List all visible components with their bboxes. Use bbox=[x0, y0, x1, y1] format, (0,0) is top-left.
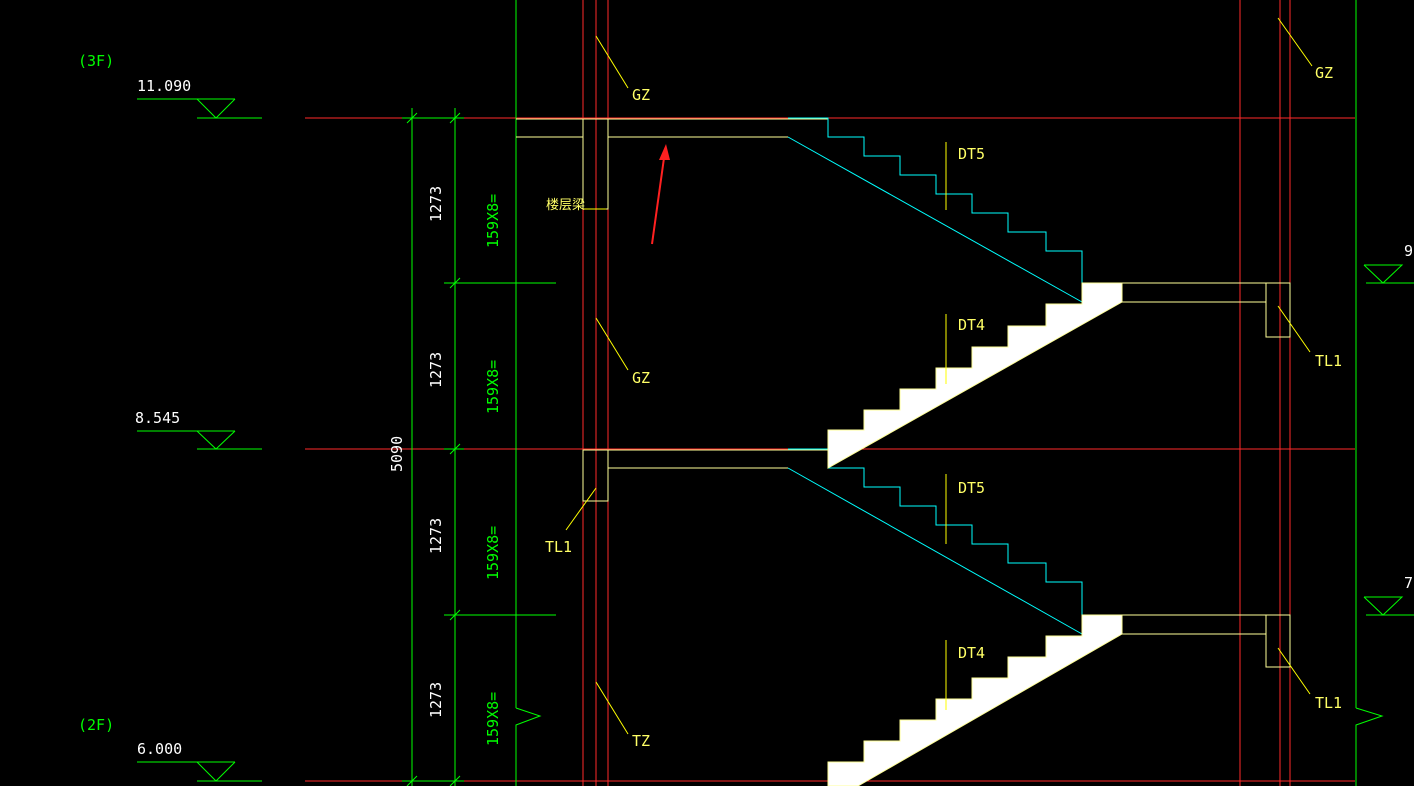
dim-segment: 1273 bbox=[427, 352, 445, 388]
label-floor-beam: 楼层梁 bbox=[546, 198, 585, 213]
arrow-shaft bbox=[651, 157, 665, 245]
dim-total: 5090 bbox=[388, 436, 406, 472]
elevation-triangle bbox=[196, 98, 236, 119]
dim-tick bbox=[406, 112, 418, 124]
step-note: 159X8= bbox=[484, 360, 502, 414]
dim-segment: 1273 bbox=[427, 186, 445, 222]
leader-tl1-right bbox=[1277, 647, 1311, 695]
flight-dt5-soffit bbox=[787, 136, 1083, 303]
elevation-label-3f: 11.090 bbox=[137, 77, 191, 95]
label-tl1: TL1 bbox=[545, 538, 572, 556]
dim-tick bbox=[449, 443, 461, 455]
leader-tz bbox=[595, 681, 629, 735]
elevation-label-mid: 8.545 bbox=[135, 409, 180, 427]
step-note: 159X8= bbox=[484, 526, 502, 580]
dim-segment: 1273 bbox=[427, 518, 445, 554]
elevation-label-right: 7 bbox=[1404, 574, 1413, 592]
flight-dt5-steps bbox=[788, 117, 1083, 283]
arrow-head bbox=[659, 144, 670, 160]
leader-gz-mid bbox=[595, 317, 629, 371]
dimension-lines bbox=[402, 0, 1414, 786]
floor-label-2f: (2F) bbox=[78, 716, 114, 734]
structure bbox=[516, 118, 1291, 668]
elevation-markers bbox=[137, 98, 1404, 782]
landing-beam bbox=[1265, 614, 1291, 668]
label-tl1: TL1 bbox=[1315, 694, 1342, 712]
landing-beam bbox=[1265, 282, 1291, 338]
label-dt4: DT4 bbox=[958, 316, 985, 334]
elevation-triangle bbox=[196, 761, 236, 782]
elevation-triangle-right bbox=[1363, 264, 1404, 284]
elevation-label-right: 9 bbox=[1404, 242, 1413, 260]
annotation-arrow bbox=[651, 144, 670, 245]
dim-segment: 1273 bbox=[427, 682, 445, 718]
label-dt5: DT5 bbox=[958, 145, 985, 163]
flights-dt5 bbox=[787, 117, 1083, 635]
step-note: 159X8= bbox=[484, 194, 502, 248]
dim-tick bbox=[449, 609, 461, 621]
texts: (3F) 11.090 8.545 (2F) 6.000 9 7 5090 12… bbox=[78, 52, 1413, 758]
flight-dt4-upper bbox=[827, 282, 1123, 469]
leader-tl1-left bbox=[565, 487, 597, 531]
elevation-triangle bbox=[196, 430, 236, 450]
break-symbol-right bbox=[1355, 707, 1384, 786]
label-tz: TZ bbox=[632, 732, 650, 750]
dim-tick bbox=[406, 775, 418, 786]
leaders bbox=[565, 17, 1313, 735]
label-gz: GZ bbox=[1315, 64, 1333, 82]
step-note: 159X8= bbox=[484, 692, 502, 746]
leader-gz-right bbox=[1277, 17, 1313, 67]
elevation-triangle-right bbox=[1363, 596, 1404, 616]
flight-dt5-steps bbox=[788, 448, 1083, 615]
stair-beam bbox=[582, 449, 609, 502]
floor-label-3f: (3F) bbox=[78, 52, 114, 70]
label-dt4: DT4 bbox=[958, 644, 985, 662]
dim-tick bbox=[449, 112, 461, 124]
flight-dt5-soffit bbox=[787, 467, 1083, 635]
dim-tick bbox=[449, 775, 461, 786]
elevation-label-2f: 6.000 bbox=[137, 740, 182, 758]
flights-dt4 bbox=[827, 282, 1123, 786]
leader-tl1-right bbox=[1277, 305, 1311, 353]
label-gz: GZ bbox=[632, 86, 650, 104]
break-symbol-left bbox=[515, 707, 542, 786]
flight-dt4-lower bbox=[827, 614, 1123, 786]
label-gz: GZ bbox=[632, 369, 650, 387]
dim-tick bbox=[449, 277, 461, 289]
label-tl1: TL1 bbox=[1315, 352, 1342, 370]
leader-gz-top bbox=[595, 35, 629, 89]
label-dt5: DT5 bbox=[958, 479, 985, 497]
